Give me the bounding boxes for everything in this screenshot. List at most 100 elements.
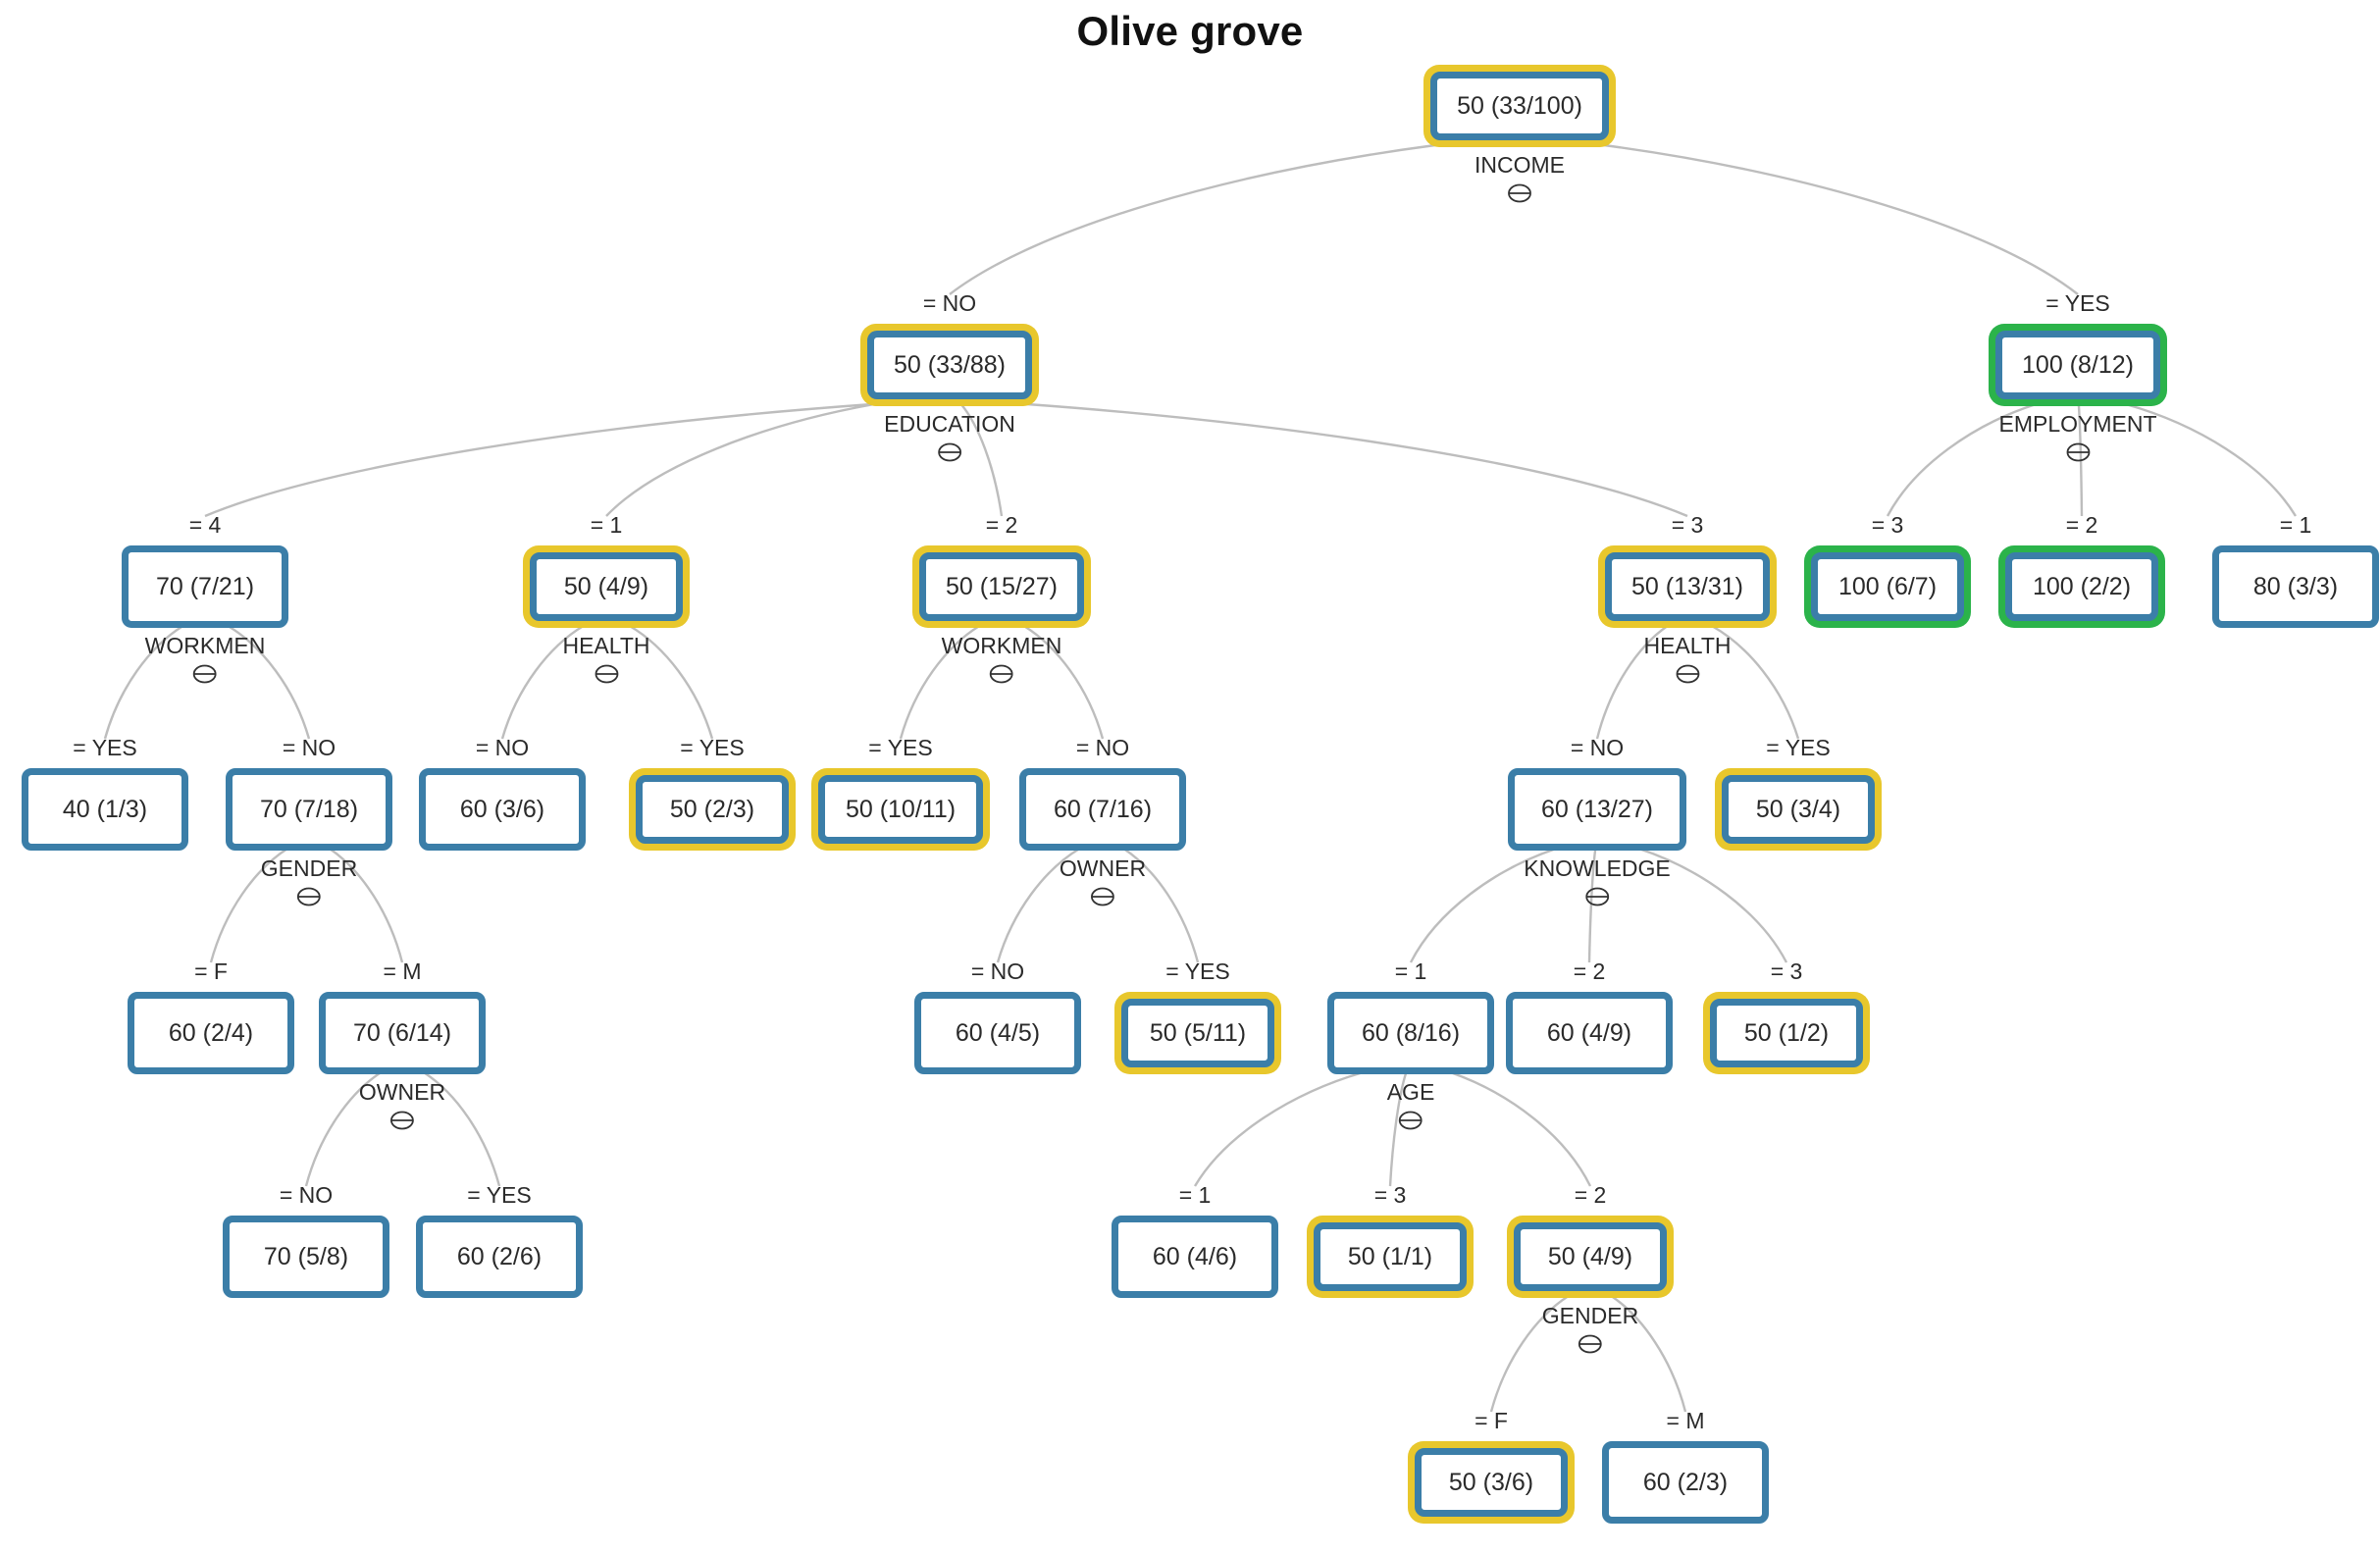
attribute-name: OWNER xyxy=(358,1079,446,1105)
circle-minus-icon[interactable] xyxy=(1578,1331,1603,1357)
tree-node[interactable]: 60 (3/6) xyxy=(419,768,586,851)
edge-value-label: = YES xyxy=(73,735,137,760)
circle-minus-icon[interactable] xyxy=(1675,661,1700,687)
edge-value-label: = 3 xyxy=(1671,512,1704,538)
circle-minus-icon[interactable] xyxy=(1507,181,1532,206)
attribute-name: INCOME xyxy=(1475,152,1565,178)
tree-node[interactable]: 40 (1/3) xyxy=(22,768,188,851)
tree-node[interactable]: 70 (5/8) xyxy=(223,1216,389,1298)
circle-minus-icon[interactable] xyxy=(1398,1108,1423,1133)
tree-node[interactable]: 50 (4/9) xyxy=(523,545,690,628)
node-value-label: 50 (15/27) xyxy=(919,552,1084,621)
node-attribute-caption: EMPLOYMENT xyxy=(1998,411,2157,465)
circle-minus-icon[interactable] xyxy=(2065,440,2091,465)
edge-value-label: = NO xyxy=(279,1182,334,1208)
circle-minus-icon[interactable] xyxy=(594,661,619,687)
circle-minus-icon[interactable] xyxy=(1090,884,1115,909)
edge-value-label: = NO xyxy=(1570,735,1625,760)
circle-minus-icon[interactable] xyxy=(937,440,962,465)
tree-node[interactable]: 80 (3/3) xyxy=(2212,545,2379,628)
node-attribute-caption: WORKMEN xyxy=(144,633,266,687)
node-attribute-caption: HEALTH xyxy=(1643,634,1732,687)
edge-value-label: = YES xyxy=(868,735,933,760)
edge-value-label: = F xyxy=(194,958,228,984)
node-attribute-caption: GENDER xyxy=(261,856,357,909)
tree-node[interactable]: 60 (8/16) xyxy=(1327,992,1494,1074)
node-value-label: 60 (8/16) xyxy=(1327,992,1494,1074)
edge-value-label: = 3 xyxy=(1770,958,1803,984)
edge-value-label: = 1 xyxy=(590,512,623,538)
node-value-label: 50 (3/6) xyxy=(1415,1448,1568,1517)
node-value-label: 60 (2/4) xyxy=(128,992,294,1074)
node-value-label: 60 (4/9) xyxy=(1506,992,1673,1074)
tree-node[interactable]: 50 (4/9) xyxy=(1507,1216,1674,1298)
tree-node[interactable]: 50 (1/2) xyxy=(1703,992,1870,1074)
tree-node[interactable]: 60 (4/5) xyxy=(914,992,1081,1074)
circle-minus-icon[interactable] xyxy=(1584,884,1610,909)
tree-node[interactable]: 60 (4/9) xyxy=(1506,992,1673,1074)
tree-node[interactable]: 70 (7/18) xyxy=(226,768,392,851)
edge-value-label: = 2 xyxy=(1573,958,1606,984)
tree-node[interactable]: 50 (13/31) xyxy=(1598,545,1777,628)
node-value-label: 60 (4/6) xyxy=(1112,1216,1278,1298)
node-value-label: 60 (2/6) xyxy=(416,1216,583,1298)
tree-node[interactable]: 60 (7/16) xyxy=(1019,768,1186,851)
node-value-label: 50 (4/9) xyxy=(1514,1222,1667,1291)
tree-node[interactable]: 50 (1/1) xyxy=(1307,1216,1474,1298)
tree-node[interactable]: 50 (10/11) xyxy=(811,768,990,851)
node-value-label: 50 (1/2) xyxy=(1710,999,1863,1067)
tree-node[interactable]: 60 (2/6) xyxy=(416,1216,583,1298)
circle-minus-icon[interactable] xyxy=(389,1108,415,1133)
node-attribute-caption: EDUCATION xyxy=(884,412,1015,465)
attribute-name: HEALTH xyxy=(562,633,650,658)
tree-node[interactable]: 70 (6/14) xyxy=(319,992,486,1074)
attribute-name: EMPLOYMENT xyxy=(1998,411,2157,437)
edge-value-label: = 3 xyxy=(1871,512,1904,538)
tree-node[interactable]: 50 (3/6) xyxy=(1408,1441,1575,1524)
circle-minus-icon[interactable] xyxy=(296,884,322,909)
tree-node[interactable]: 50 (15/27) xyxy=(912,545,1091,628)
node-attribute-caption: GENDER xyxy=(1542,1304,1638,1357)
tree-node[interactable]: 50 (33/100) xyxy=(1423,65,1616,147)
edge-value-label: = 1 xyxy=(1178,1182,1212,1208)
tree-node[interactable]: 60 (2/4) xyxy=(128,992,294,1074)
circle-minus-icon[interactable] xyxy=(192,661,218,687)
edge-value-label: = NO xyxy=(970,958,1025,984)
edge-value-label: = 3 xyxy=(1373,1182,1407,1208)
edge-value-label: = M xyxy=(1666,1408,1705,1433)
edge-value-label: = 1 xyxy=(2279,512,2312,538)
node-attribute-caption: KNOWLEDGE xyxy=(1524,856,1671,909)
node-value-label: 60 (13/27) xyxy=(1508,768,1686,851)
edge-value-label: = YES xyxy=(680,735,745,760)
edge-value-label: = 1 xyxy=(1394,958,1427,984)
tree-node[interactable]: 50 (2/3) xyxy=(629,768,796,851)
tree-node[interactable]: 60 (13/27) xyxy=(1508,768,1686,851)
circle-minus-icon[interactable] xyxy=(989,661,1014,687)
tree-node[interactable]: 50 (33/88) xyxy=(860,324,1039,406)
node-value-label: 100 (8/12) xyxy=(1995,331,2160,399)
node-attribute-caption: OWNER xyxy=(1060,856,1146,909)
node-value-label: 70 (5/8) xyxy=(223,1216,389,1298)
node-value-label: 60 (4/5) xyxy=(914,992,1081,1074)
edge-value-label: = NO xyxy=(1075,735,1130,760)
tree-node[interactable]: 100 (6/7) xyxy=(1804,545,1971,628)
attribute-name: WORKMEN xyxy=(144,633,266,658)
tree-node[interactable]: 100 (8/12) xyxy=(1989,324,2167,406)
tree-node[interactable]: 100 (2/2) xyxy=(1998,545,2165,628)
tree-node[interactable]: 60 (2/3) xyxy=(1602,1441,1769,1524)
tree-node[interactable]: 60 (4/6) xyxy=(1112,1216,1278,1298)
node-value-label: 50 (33/88) xyxy=(867,331,1032,399)
tree-node[interactable]: 70 (7/21) xyxy=(122,545,288,628)
node-value-label: 60 (2/3) xyxy=(1602,1441,1769,1524)
edge-value-label: = NO xyxy=(475,735,530,760)
tree-node[interactable]: 50 (3/4) xyxy=(1715,768,1882,851)
edge-value-label: = 4 xyxy=(188,512,222,538)
node-value-label: 70 (6/14) xyxy=(319,992,486,1074)
tree-node[interactable]: 50 (5/11) xyxy=(1114,992,1281,1074)
node-value-label: 70 (7/18) xyxy=(226,768,392,851)
node-value-label: 100 (2/2) xyxy=(2005,552,2158,621)
page-title: Olive grove xyxy=(1076,8,1304,54)
edge-value-label: = NO xyxy=(922,290,977,316)
